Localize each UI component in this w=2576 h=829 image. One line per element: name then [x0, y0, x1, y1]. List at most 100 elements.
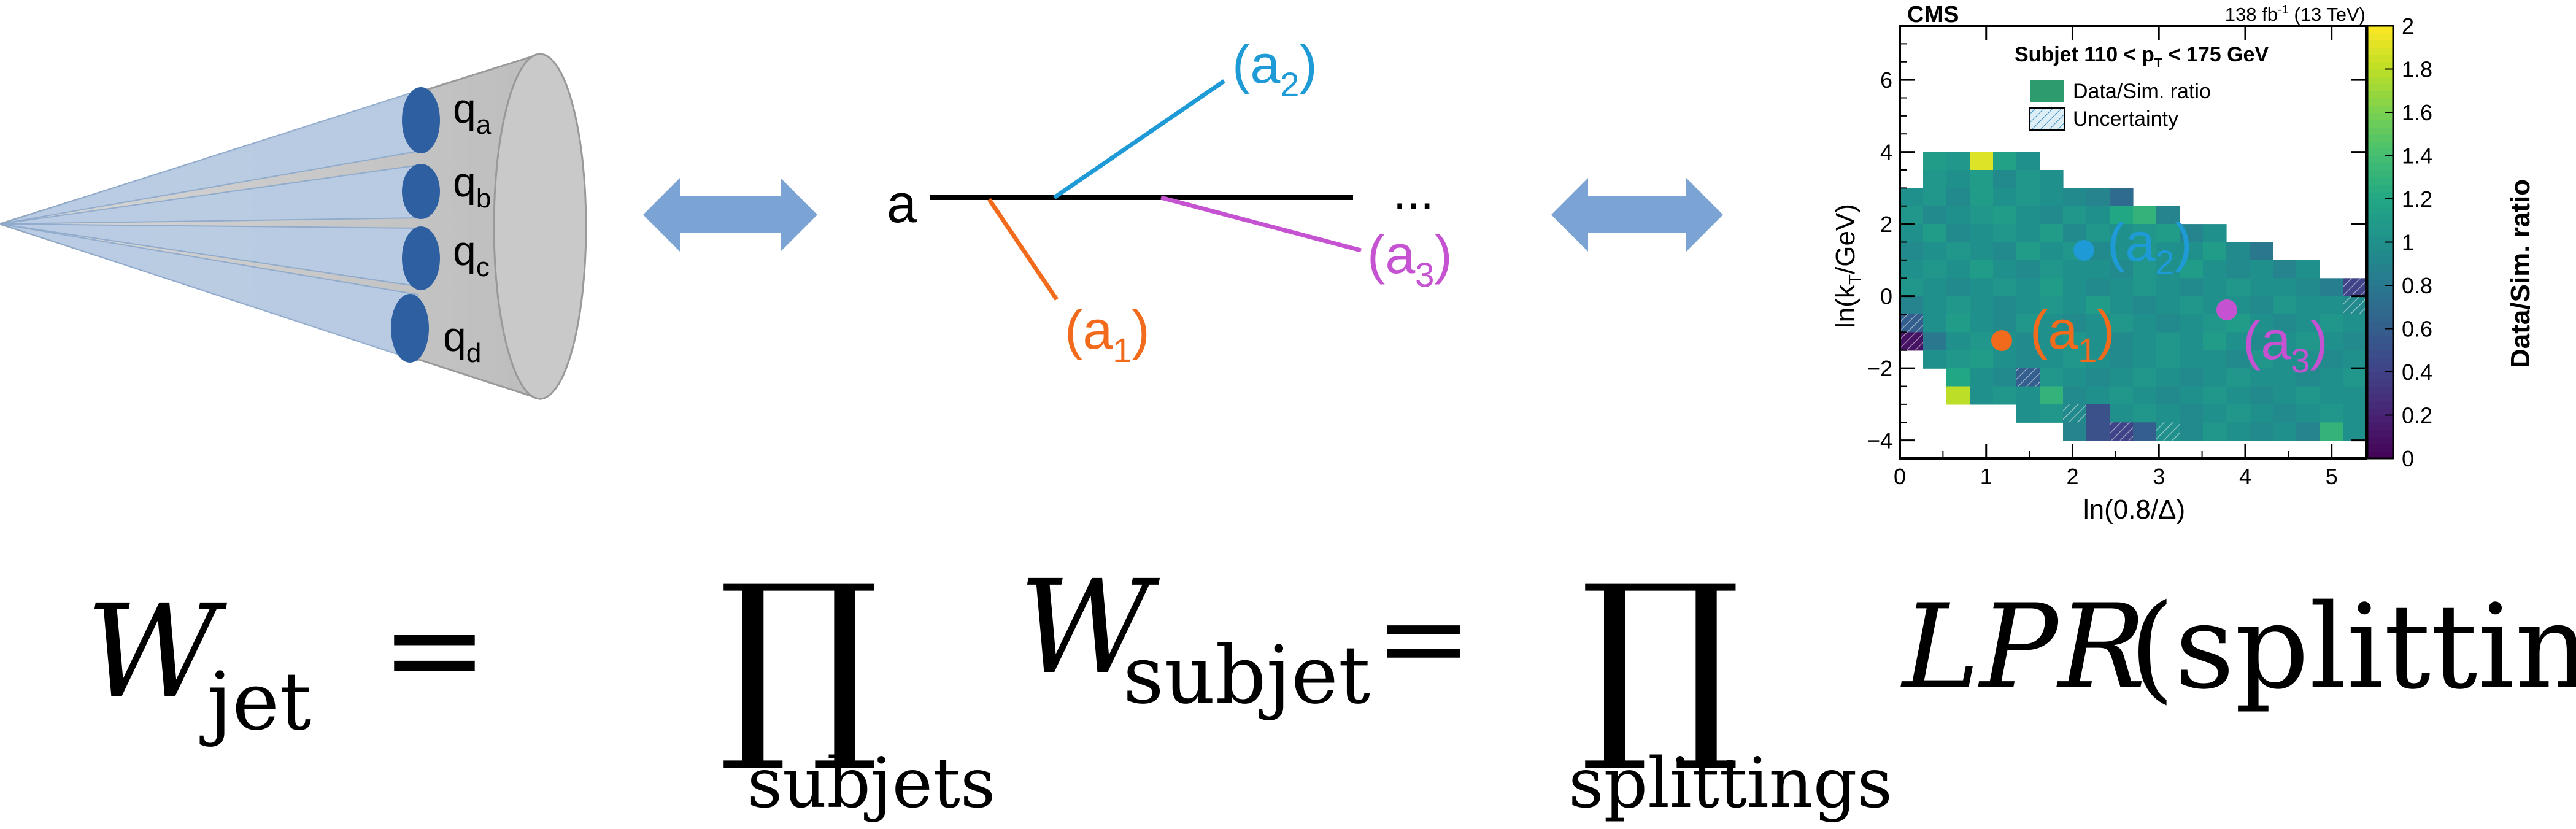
heatmap-cell [2296, 404, 2320, 423]
heatmap-cell [2110, 206, 2134, 225]
heatmap-cell [2320, 422, 2343, 441]
heatmap-cell [2040, 368, 2064, 387]
heatmap-cell [2180, 260, 2204, 279]
cms-label: CMS [1907, 2, 1959, 28]
heatmap-cell [2086, 224, 2110, 243]
heatmap-cell [2016, 188, 2040, 207]
heatmap-cell [2226, 332, 2250, 351]
heatmap-cell [1970, 278, 1994, 297]
heatmap-cell [1970, 188, 1994, 207]
colorbar-segment [2367, 278, 2393, 286]
uncertainty-hatch [2343, 278, 2366, 296]
heatmap-cell [2250, 332, 2273, 351]
subjet-cones [0, 88, 424, 362]
eq-prod-2: ∏ [1580, 541, 1741, 777]
x-tick-label: 2 [2066, 464, 2078, 489]
eq-arg: (splitting) [2129, 579, 2576, 715]
heatmap-cell [1946, 206, 1970, 225]
marker-a3: (a3) [2216, 299, 2328, 380]
heatmap-cell [1900, 224, 1924, 243]
heatmap-cell [2063, 188, 2087, 207]
weight-equation: W jet = ∏ subjets W subjet = ∏ splitting… [86, 541, 2576, 823]
heatmap-cell [2226, 350, 2250, 369]
heatmap-cell [2273, 260, 2297, 279]
legend-swatch-uncertainty [2029, 107, 2065, 131]
heatmap-cell [2156, 296, 2180, 315]
emission-branch-a2 [1053, 79, 1225, 199]
heatmap-cell [2250, 422, 2273, 441]
heatmap-cell [2016, 206, 2040, 225]
heatmap-cell [2320, 386, 2343, 405]
colorbar-segment [2367, 134, 2393, 142]
heatmap-cell [1993, 242, 2017, 261]
heatmap-cell [2063, 422, 2087, 441]
heatmap-cell [2156, 242, 2180, 261]
heatmap-cell [2156, 260, 2180, 279]
colorbar-segment [2367, 422, 2393, 430]
colorbar-segment [2367, 40, 2393, 48]
x-tick-label: 1 [1980, 464, 1992, 489]
x-tick-label: 4 [2239, 464, 2251, 489]
heatmap-cell [2250, 350, 2273, 369]
colorbar-segment [2367, 256, 2393, 264]
eq-prod-1: ∏ [719, 541, 880, 777]
colorbar-segment [2367, 177, 2393, 185]
emission-label-a2: (a2) [1232, 34, 1317, 104]
colorbar-frame [2366, 25, 2394, 460]
heatmap-cell [1946, 242, 1970, 261]
heatmap-cell [1993, 350, 2017, 369]
heatmap-cell [2156, 314, 2180, 333]
x-tick-label: 0 [1894, 464, 1906, 489]
colorbar-segment [2367, 299, 2393, 308]
colorbar-segment [2367, 61, 2393, 70]
colorbar-segment [2367, 307, 2393, 315]
heatmap-cell [2016, 386, 2040, 405]
heatmap-cell [2296, 314, 2320, 333]
heatmap-cell [1946, 260, 1970, 279]
heatmap-cell [2016, 332, 2040, 351]
colorbar-segment [2367, 148, 2393, 156]
heatmap-cell [2273, 278, 2297, 297]
colorbar-segment [2367, 321, 2393, 330]
quark-ellipse-b [402, 164, 440, 219]
heatmap-cell [2040, 296, 2064, 315]
heatmap-cell [2180, 404, 2204, 423]
uncertainty-hatch [1900, 332, 1923, 350]
legend-swatch-ratio [2030, 80, 2064, 102]
heatmap-cell [2133, 224, 2157, 243]
heatmap-cell [1946, 350, 1970, 369]
colorbar-tick-label: 0.2 [2402, 403, 2432, 428]
colorbar-segment [2367, 364, 2393, 372]
heatmap-cell [2320, 332, 2343, 351]
colorbar-segment [2367, 98, 2393, 106]
colorbar-segment [2367, 228, 2393, 236]
heatmap-cell [1970, 314, 1994, 333]
heatmap-cell [2156, 404, 2180, 423]
heatmap-cell [2016, 260, 2040, 279]
heatmap-cell [1923, 206, 1947, 225]
heatmap-cell [2063, 386, 2087, 405]
quark-label-c: qc [453, 228, 490, 282]
colorbar-tick-label: 0.8 [2402, 273, 2432, 298]
marker-dot-a2 [2073, 240, 2094, 261]
colorbar-segment [2367, 357, 2393, 366]
colorbar-tick-label: 0.6 [2402, 317, 2432, 342]
selection-label: Subjet 110 < pT < 175 GeV [2015, 43, 2269, 71]
uncertainty-hatch [2156, 422, 2180, 441]
heatmap-cell [2296, 350, 2320, 369]
heatmap-cell [2180, 332, 2204, 351]
y-tick-label: 2 [1880, 212, 1892, 237]
heatmap-cell [2273, 368, 2297, 387]
heatmap-cell [2110, 188, 2134, 207]
colorbar-segment [2367, 451, 2393, 459]
heatmap-cell [2040, 404, 2064, 423]
heatmap-cell [2203, 332, 2227, 351]
heatmap-cell [2040, 206, 2064, 225]
heatmap-cell [2110, 242, 2134, 261]
colorbar-segment [2367, 234, 2393, 243]
heatmap-cell [1923, 332, 1947, 351]
heatmap-cell [2016, 242, 2040, 261]
colorbar-segment [2367, 191, 2393, 199]
